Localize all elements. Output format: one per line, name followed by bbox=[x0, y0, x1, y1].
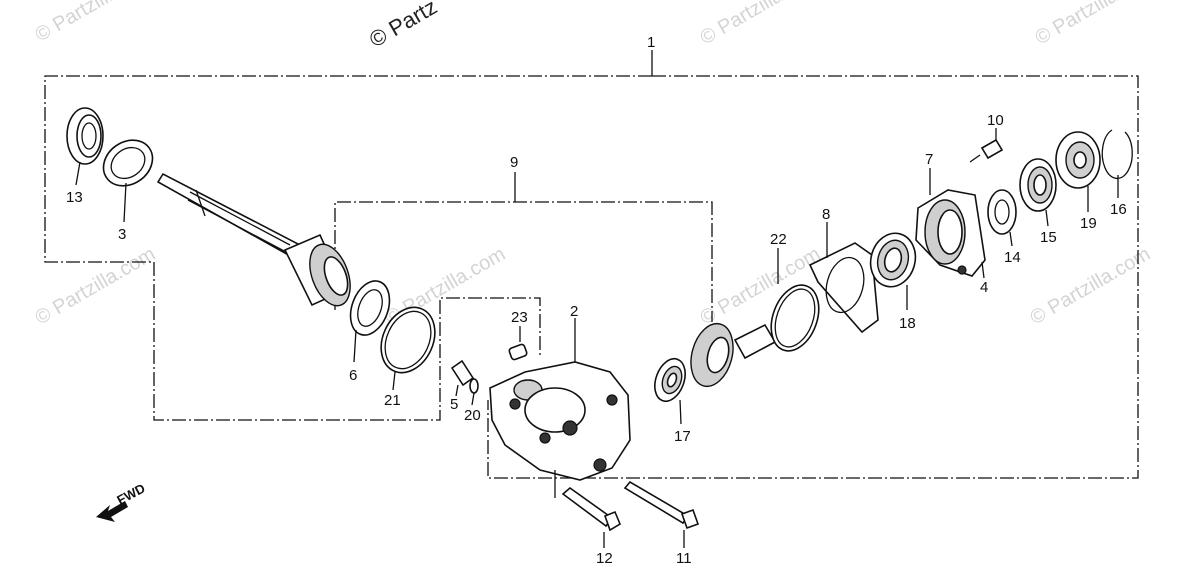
watermarks: © Partzilla.com © Partzilla.com © Partzi… bbox=[32, 0, 1160, 329]
callout-3: 3 bbox=[118, 226, 126, 243]
part-23-dowel-pin bbox=[508, 326, 528, 361]
watermark: © Partzilla.com bbox=[697, 0, 825, 49]
callout-23: 23 bbox=[511, 309, 528, 326]
part-20-washer bbox=[469, 378, 479, 406]
part-8-gasket bbox=[808, 222, 879, 334]
outline-1 bbox=[44, 75, 652, 421]
part-5-stud bbox=[450, 359, 475, 397]
part-14-lock-nut bbox=[987, 189, 1017, 247]
watermark: © Partzilla.com bbox=[1032, 0, 1160, 49]
watermark: © Partzilla.com bbox=[1027, 243, 1155, 329]
callout-19: 19 bbox=[1080, 215, 1097, 232]
forward-direction-indicator: FWD bbox=[96, 481, 148, 522]
callout-13: 13 bbox=[66, 189, 83, 206]
watermark: © Partzilla.com bbox=[32, 243, 160, 329]
callout-7: 7 bbox=[925, 151, 933, 168]
part-21-o-ring bbox=[380, 306, 436, 391]
part-2-gear-case bbox=[489, 318, 631, 481]
part-18-bearing bbox=[869, 232, 917, 310]
callout-18: 18 bbox=[899, 315, 916, 332]
part-16-circlip bbox=[1101, 129, 1133, 198]
callout-16: 16 bbox=[1110, 201, 1127, 218]
watermark: © Partzilla.com bbox=[32, 0, 160, 46]
callout-12: 12 bbox=[596, 550, 613, 567]
callout-20: 20 bbox=[464, 407, 481, 424]
callout-22: 22 bbox=[770, 231, 787, 248]
callout-14: 14 bbox=[1004, 249, 1021, 266]
part-7-bearing-holder bbox=[915, 168, 986, 279]
part-22-o-ring bbox=[770, 248, 820, 352]
callout-10: 10 bbox=[987, 112, 1004, 129]
callout-17: 17 bbox=[674, 428, 691, 445]
callout-9: 9 bbox=[510, 154, 518, 171]
callout-15: 15 bbox=[1040, 229, 1057, 246]
part-15-bearing bbox=[1019, 158, 1057, 227]
watermark-dark: © Partz bbox=[365, 0, 441, 52]
callout-4: 4 bbox=[980, 279, 988, 296]
callout-1: 1 bbox=[647, 34, 655, 51]
part-3-shim bbox=[102, 139, 154, 223]
forward-arrow-icon bbox=[96, 501, 128, 522]
fwd-label: FWD bbox=[114, 481, 147, 508]
callout-11: 11 bbox=[676, 550, 692, 567]
drive-shaft bbox=[156, 172, 351, 307]
callout-8: 8 bbox=[822, 206, 830, 223]
part-13-oil-seal bbox=[66, 107, 104, 186]
callout-2: 2 bbox=[570, 303, 578, 320]
outline-1-right bbox=[487, 75, 1139, 479]
callout-21: 21 bbox=[384, 392, 401, 409]
part-17-bearing bbox=[654, 357, 686, 425]
callout-6: 6 bbox=[349, 367, 357, 384]
part-10-bolt bbox=[969, 128, 1004, 163]
part-6-shim bbox=[349, 280, 391, 363]
part-11-bolt bbox=[623, 480, 700, 548]
part-19-oil-seal bbox=[1055, 131, 1101, 212]
ring-gear bbox=[690, 322, 777, 388]
callout-5: 5 bbox=[450, 396, 458, 413]
part-12-bolt bbox=[554, 470, 622, 548]
callout-labels: 1 2 3 4 5 6 7 8 9 10 11 12 13 14 15 16 1… bbox=[66, 34, 1127, 567]
